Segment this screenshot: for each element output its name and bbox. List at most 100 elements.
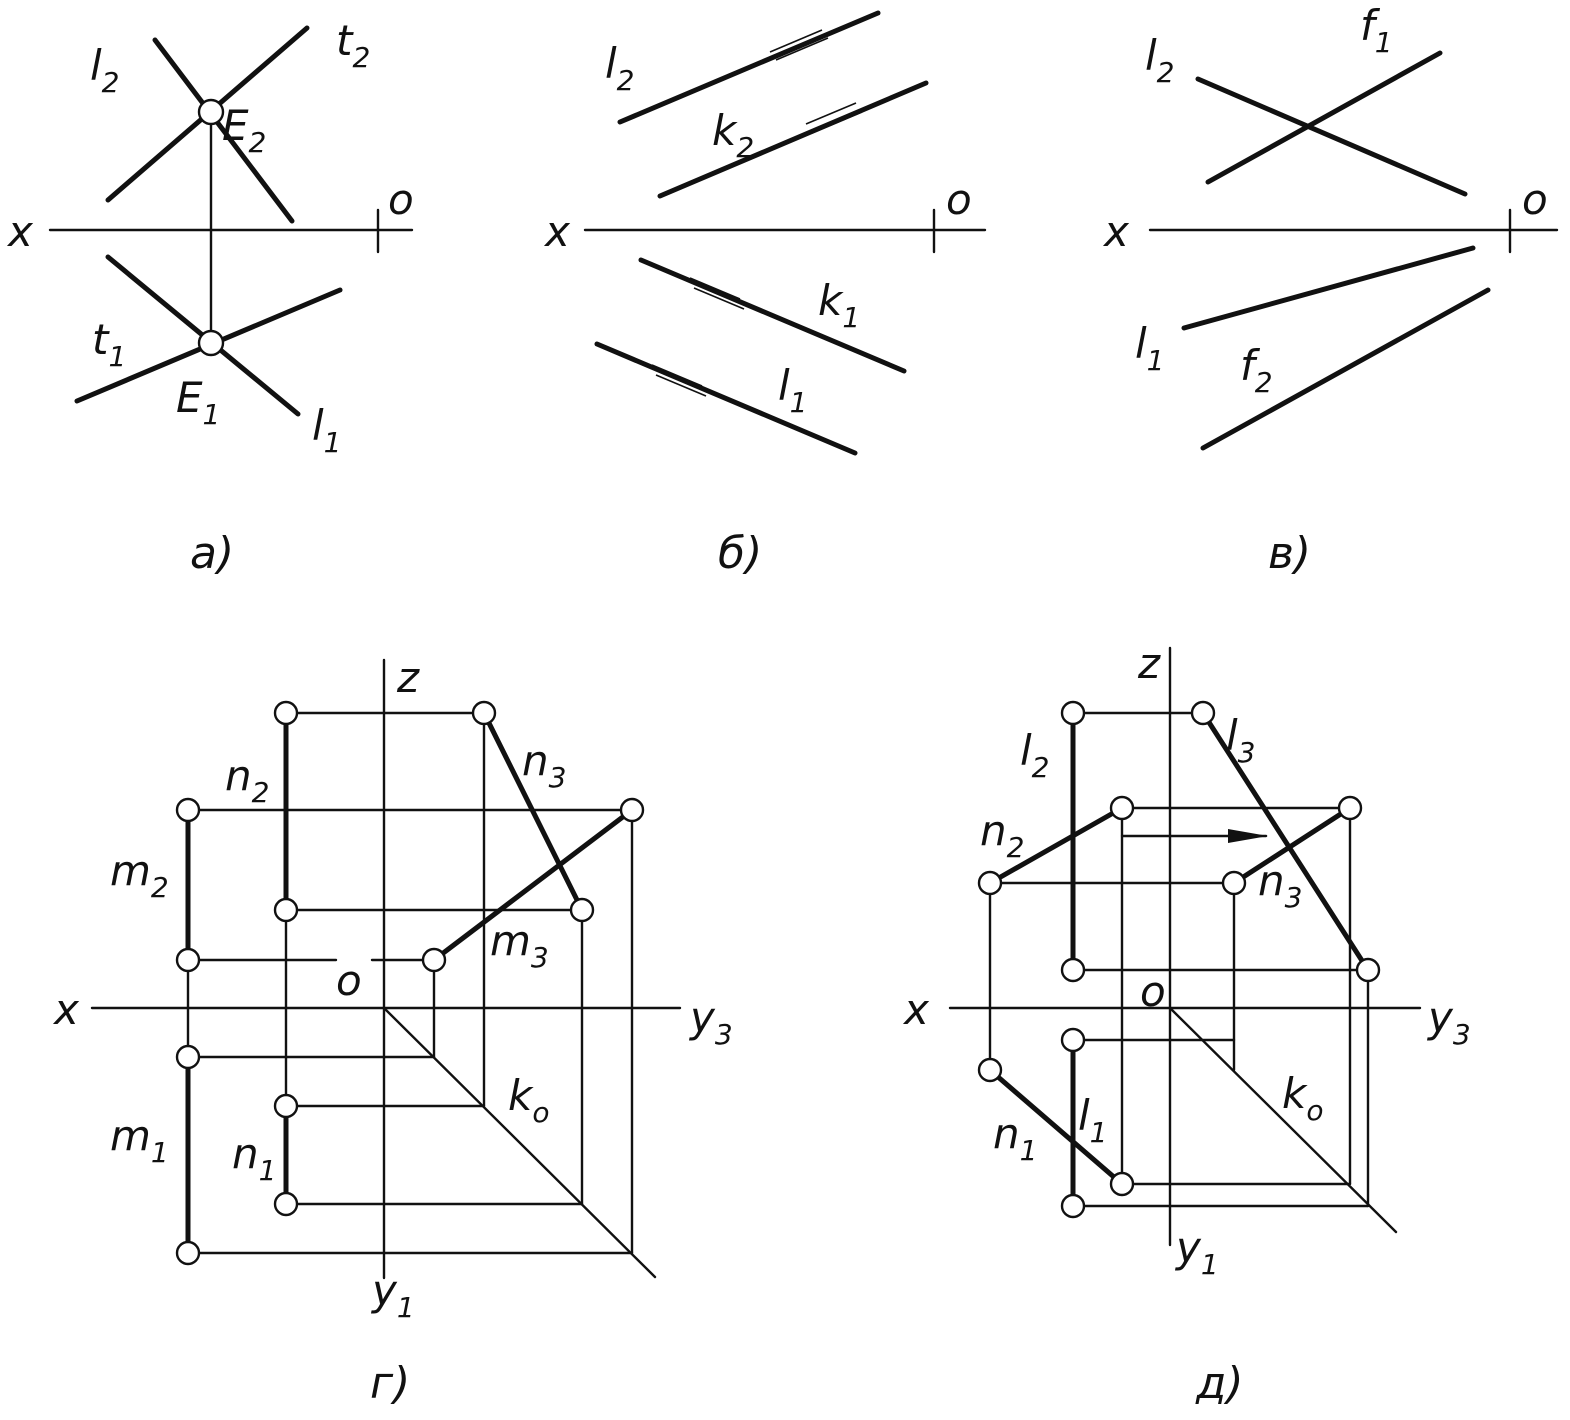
panel-a-point-E1 [197, 329, 225, 357]
panel-a-label-t2: t2 [336, 16, 370, 74]
panel-b-line-k2 [657, 80, 929, 199]
panel-b-label-k2: k2 [712, 106, 754, 164]
panel-v-line-l1 [1181, 245, 1476, 331]
panel-g-label-k0: ko [508, 1071, 549, 1129]
panel-v-line-f1 [1205, 50, 1443, 185]
panel-g-caption: г) [370, 1358, 410, 1409]
panel-b-label-k1: k1 [818, 276, 860, 334]
panel-g-point [421, 947, 447, 973]
panel-b-parallel-mark-k2 [805, 102, 863, 134]
panel-a: x o l2 t2 E2 t1 E1 l1 а) [6, 16, 414, 579]
panel-d-point [1109, 1171, 1135, 1197]
panel-v-line-l2 [1195, 76, 1468, 197]
panel-a-axis-o-label: o [388, 175, 414, 224]
panel-g-segment-n3 [481, 710, 585, 913]
panel-d-point [1221, 870, 1247, 896]
panel-v-caption: в) [1268, 528, 1311, 579]
panel-g-point [471, 700, 497, 726]
panel-v-label-l2: l2 [1145, 31, 1175, 89]
panel-g-point [619, 797, 645, 823]
panel-v-label-l1: l1 [1135, 319, 1165, 377]
panel-g-point [175, 1240, 201, 1266]
panel-d-label-n3: n3 [1258, 856, 1302, 914]
panel-d-label-y1: y1 [1174, 1223, 1219, 1281]
panel-d: z x o y3 y1 l2 l3 n2 n3 n1 l1 ko д) [902, 639, 1471, 1409]
panel-g-point [175, 797, 201, 823]
panel-g-axis-x-label: x [52, 985, 80, 1034]
panel-g-label-y3: y3 [688, 993, 733, 1051]
panel-d-label-l2: l2 [1020, 726, 1050, 784]
panel-d-label-l3: l3 [1226, 711, 1256, 769]
panel-d-point [1060, 1027, 1086, 1053]
panel-d-point [1109, 795, 1135, 821]
panel-v: x o l2 f1 l1 f2 в) [1102, 1, 1559, 579]
panel-d-segment-n2 [987, 805, 1125, 886]
panel-g-constant-line-k0 [382, 1006, 657, 1279]
panel-d-point [1060, 700, 1086, 726]
panel-v-axis-x-label: x [1102, 207, 1130, 256]
panel-g-label-m3: m3 [490, 916, 549, 974]
panel-g-label-y1: y1 [370, 1266, 415, 1324]
panel-d-label-k0: ko [1282, 1069, 1323, 1127]
panel-d-caption: д) [1195, 1358, 1244, 1409]
panel-a-line-l2 [152, 37, 295, 224]
panel-a-label-E1: E1 [176, 373, 220, 431]
panel-b-label-l1: l1 [778, 361, 808, 419]
panel-b-caption: б) [718, 528, 762, 579]
panel-a-label-E2: E2 [222, 101, 266, 159]
panel-g-label-n3: n3 [522, 736, 566, 794]
panel-d-constant-line-k0 [1168, 1006, 1398, 1234]
panel-d-point [1355, 957, 1381, 983]
panel-b: x o l2 k2 k1 l1 б) [543, 10, 987, 579]
panel-b-label-l2: l2 [605, 39, 635, 97]
panel-d-axis-o-label: o [1140, 967, 1166, 1016]
panel-d-label-n2: n2 [980, 806, 1024, 864]
panel-b-axis-x-label: x [543, 207, 571, 256]
panel-v-label-f1: f1 [1360, 1, 1393, 59]
panel-d-segment-n1 [987, 1067, 1125, 1187]
panel-d-label-l1: l1 [1078, 1091, 1108, 1149]
panel-g-point [175, 1044, 201, 1070]
panel-d-point [977, 870, 1003, 896]
panel-b-line-l2 [617, 10, 881, 125]
panel-b-line-l1 [594, 341, 858, 456]
panel-b-line-k1 [638, 257, 907, 374]
panel-d-segment-n3 [1231, 805, 1353, 886]
panel-a-label-l2: l2 [90, 41, 120, 99]
panel-a-point-E2 [197, 98, 225, 126]
panel-a-axis-x-label: x [6, 207, 34, 256]
panel-g-point [569, 897, 595, 923]
panel-b-axis-o-label: o [946, 175, 972, 224]
panel-g: z x o y3 y1 n2 n3 m2 m3 m1 n1 ko г) [52, 653, 733, 1409]
panel-b-parallel-mark-k1 [689, 277, 745, 310]
panel-g-axis-z-label: z [396, 653, 420, 702]
panel-d-point [1060, 957, 1086, 983]
panel-v-label-f2: f2 [1240, 341, 1273, 399]
panel-b-parallel-mark-l2 [769, 29, 829, 61]
panel-g-point [273, 1191, 299, 1217]
panel-g-label-n2: n2 [225, 751, 269, 809]
panel-d-point [1060, 1193, 1086, 1219]
panel-g-label-m2: m2 [110, 846, 169, 904]
panel-d-axis-z-label: z [1137, 639, 1161, 688]
panel-a-label-t1: t1 [92, 315, 126, 373]
panel-d-label-y3: y3 [1426, 993, 1471, 1051]
panel-d-axis-x-label: x [902, 985, 930, 1034]
panel-g-segment-m3 [431, 807, 635, 963]
panel-b-parallel-mark-l1 [651, 364, 707, 397]
panel-a-caption: а) [190, 528, 234, 579]
panel-d-label-n1: n1 [993, 1109, 1037, 1167]
panel-d-arrow-head-icon [1228, 829, 1268, 843]
panel-g-point [273, 897, 299, 923]
panel-d-point [1337, 795, 1363, 821]
panel-d-segment-l3 [1200, 710, 1371, 973]
panel-v-line-f2 [1200, 287, 1491, 451]
panel-g-point [273, 1093, 299, 1119]
panel-g-axis-o-label: o [336, 956, 362, 1005]
panel-d-point [1190, 700, 1216, 726]
panel-v-axis-o-label: o [1522, 175, 1548, 224]
panel-g-point [273, 700, 299, 726]
panel-g-label-m1: m1 [110, 1111, 169, 1169]
panel-g-label-n1: n1 [232, 1129, 276, 1187]
